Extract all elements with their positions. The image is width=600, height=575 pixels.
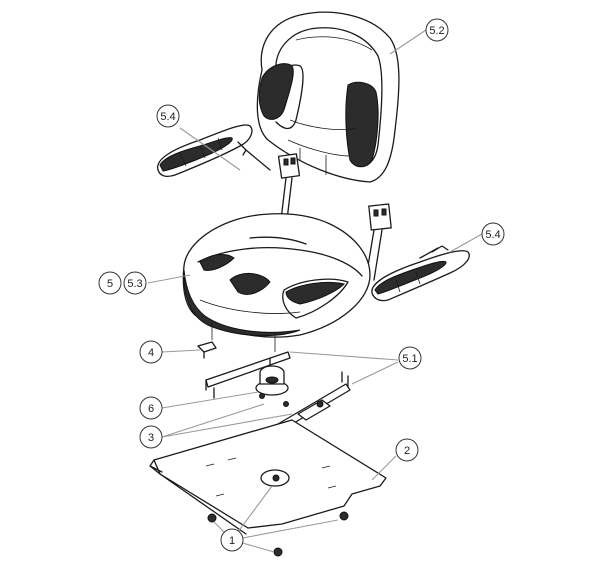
right-slide-rail	[275, 371, 351, 437]
svg-text:2: 2	[404, 445, 410, 457]
base-plate	[149, 419, 387, 535]
svg-text:5.3: 5.3	[127, 278, 142, 290]
svg-text:5.4: 5.4	[160, 111, 175, 123]
svg-text:5.2: 5.2	[429, 25, 444, 37]
swivel-mount	[255, 365, 289, 407]
svg-text:6: 6	[148, 403, 154, 415]
callout-3: 3	[139, 425, 163, 449]
seat-backrest	[256, 11, 400, 183]
callout-2: 2	[395, 438, 419, 462]
callout-5: 5	[98, 271, 122, 295]
callout-6: 6	[139, 396, 163, 420]
left-armrest	[157, 124, 271, 177]
right-armrest	[371, 245, 470, 302]
svg-text:5.4: 5.4	[485, 229, 500, 241]
small-bracket	[197, 341, 217, 359]
callout-5-3: 5.3	[123, 271, 147, 295]
seat-cushion	[182, 213, 371, 352]
callout-5-2: 5.2	[425, 18, 449, 42]
mounting-bolts	[207, 511, 349, 557]
svg-text:5.1: 5.1	[402, 353, 417, 365]
callout-4: 4	[139, 340, 163, 364]
svg-text:1: 1	[229, 535, 235, 547]
svg-text:4: 4	[148, 347, 154, 359]
svg-text:3: 3	[148, 432, 154, 444]
callout-5-4-left: 5.4	[156, 104, 180, 128]
leader-lines	[147, 29, 483, 553]
callout-5-4-right: 5.4	[481, 222, 505, 246]
callout-5-1: 5.1	[398, 346, 422, 370]
callout-1: 1	[220, 528, 244, 552]
svg-text:5: 5	[107, 278, 113, 290]
